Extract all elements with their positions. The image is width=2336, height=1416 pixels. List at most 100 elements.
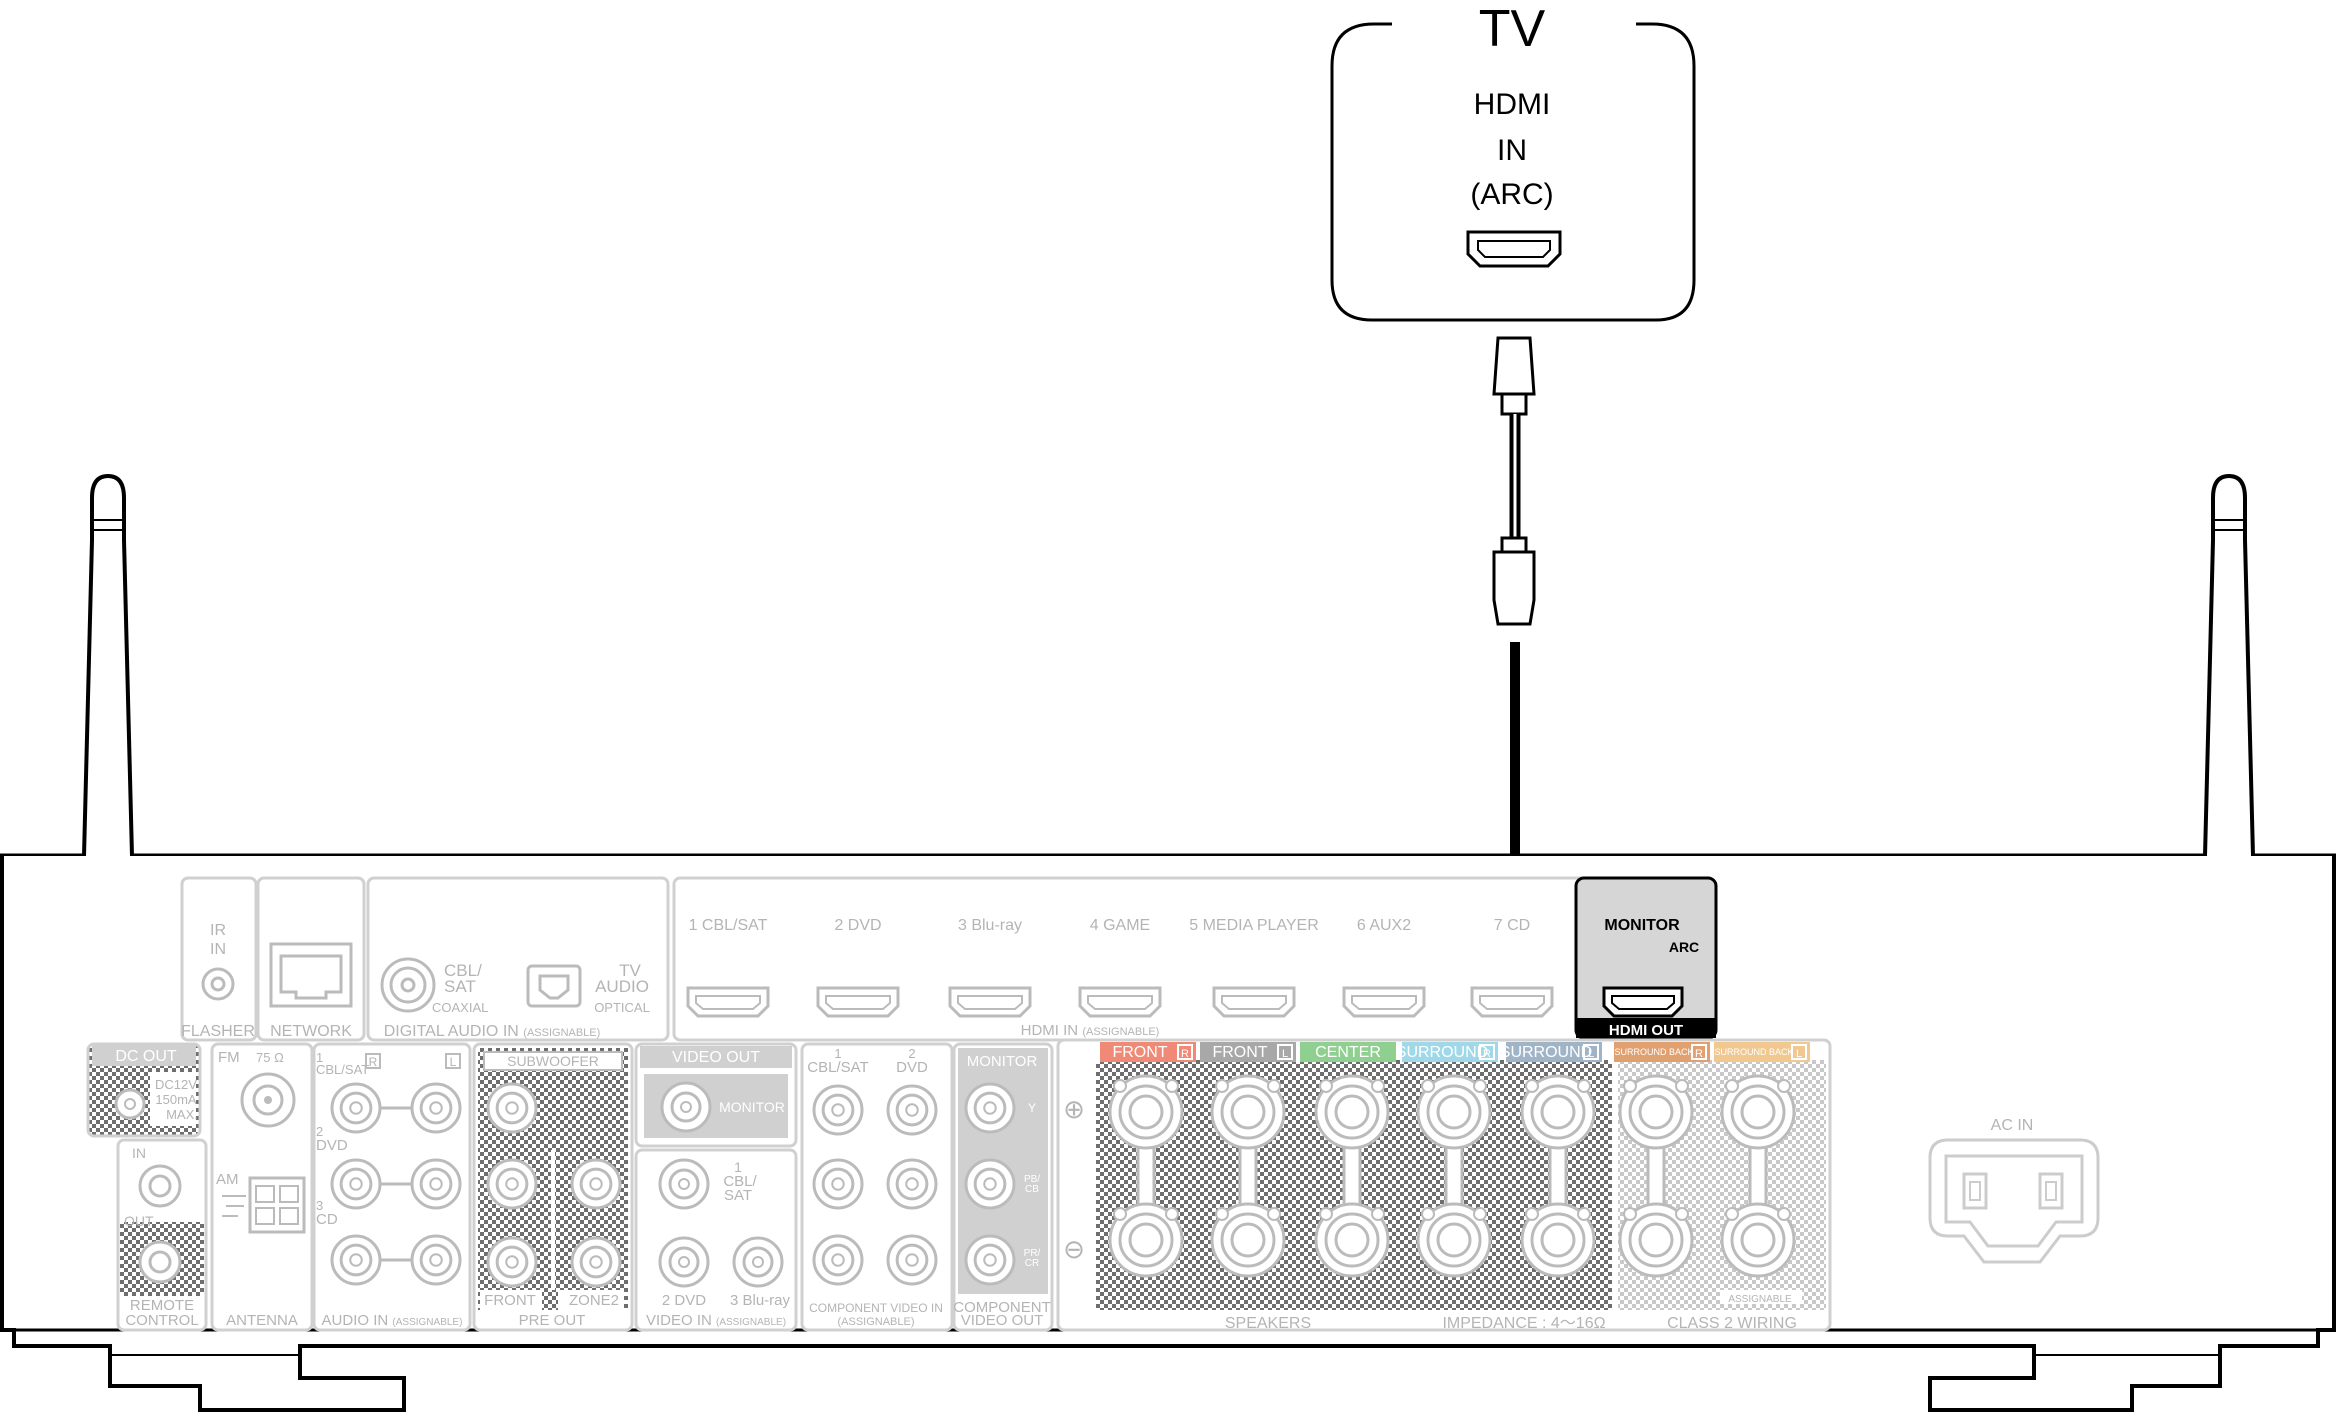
hdmi-in-label-1: 1 CBL/SAT <box>689 917 768 934</box>
digital-audio-caption: DIGITAL AUDIO IN (ASSIGNABLE) <box>384 1023 601 1040</box>
svg-text:1: 1 <box>834 1046 841 1061</box>
speaker-terminal-7-icon[interactable] <box>1720 1074 1796 1278</box>
hdmi-in-port-2-icon[interactable] <box>816 986 900 1018</box>
svg-text:MONITOR: MONITOR <box>719 1099 785 1115</box>
svg-text:75 Ω: 75 Ω <box>256 1050 284 1065</box>
svg-text:IN: IN <box>210 941 226 958</box>
svg-text:ZONE2: ZONE2 <box>569 1292 619 1309</box>
speaker-side-6: R <box>1695 1048 1703 1060</box>
hdmi-in-caption: HDMI IN (ASSIGNABLE) <box>1021 1022 1160 1039</box>
hdmi-plug-bottom-icon <box>1492 536 1536 626</box>
ac-inlet-icon[interactable] <box>1928 1138 2100 1264</box>
svg-text:CB: CB <box>1025 1184 1039 1195</box>
svg-text:CBL/SAT: CBL/SAT <box>807 1059 868 1076</box>
flasher-section: IR IN FLASHER <box>180 876 258 1042</box>
audio-in-3-r-jack-icon[interactable] <box>330 1234 382 1286</box>
svg-text:MONITOR: MONITOR <box>967 1053 1038 1070</box>
svg-text:DVD: DVD <box>896 1059 928 1076</box>
svg-text:(ASSIGNABLE): (ASSIGNABLE) <box>837 1316 914 1328</box>
audio-in-3-l-jack-icon[interactable] <box>410 1234 462 1286</box>
am-terminal-icon[interactable] <box>222 1176 306 1234</box>
svg-text:1: 1 <box>734 1159 742 1175</box>
svg-text:VIDEO OUT: VIDEO OUT <box>672 1049 760 1066</box>
svg-text:PB/: PB/ <box>1024 1174 1040 1185</box>
component-out-1-jack-icon[interactable] <box>964 1158 1016 1210</box>
video-out-section: VIDEO OUT MONITOR <box>634 1042 798 1148</box>
network-section: NETWORK <box>256 876 366 1042</box>
component-out-0-jack-icon[interactable] <box>964 1082 1016 1134</box>
audio-in-2-r-jack-icon[interactable] <box>330 1158 382 1210</box>
hdmi-in-label-7: 7 CD <box>1494 917 1530 934</box>
coaxial-jack-icon[interactable] <box>380 957 436 1013</box>
speaker-terminal-4-icon[interactable] <box>1416 1074 1492 1278</box>
hdmi-in-port-7-icon[interactable] <box>1470 986 1554 1018</box>
tv-hdmi-port-icon <box>1466 230 1562 268</box>
video-out-monitor-jack-icon[interactable] <box>660 1081 712 1133</box>
component-out-2-jack-icon[interactable] <box>964 1234 1016 1286</box>
speaker-label-6: SURROUND BACK <box>1614 1047 1693 1057</box>
hdmi-in-port-4-icon[interactable] <box>1078 986 1162 1018</box>
svg-text:L: L <box>450 1055 457 1069</box>
speaker-label-2: FRONT <box>1212 1044 1267 1061</box>
video-in-3-jack-icon[interactable] <box>732 1236 784 1288</box>
component-in-1-2-jack-icon[interactable] <box>812 1234 864 1286</box>
speaker-terminal-5-icon[interactable] <box>1520 1074 1596 1278</box>
ethernet-port-icon[interactable] <box>269 942 353 1008</box>
pre-out-zone2-l-jack-icon[interactable] <box>570 1236 622 1288</box>
hdmi-out-port-icon[interactable] <box>1602 986 1684 1018</box>
svg-text:OPTICAL: OPTICAL <box>594 1000 650 1015</box>
flasher-jack-icon[interactable] <box>201 967 235 1001</box>
speaker-side-4: R <box>1483 1048 1491 1060</box>
fm-jack-icon[interactable] <box>240 1072 296 1128</box>
svg-text:AC IN: AC IN <box>1991 1117 2034 1134</box>
svg-text:CLASS 2 WIRING: CLASS 2 WIRING <box>1667 1315 1797 1332</box>
svg-text:COAXIAL: COAXIAL <box>432 1000 488 1015</box>
svg-text:CR: CR <box>1025 1258 1039 1269</box>
optical-port-icon[interactable] <box>526 964 582 1008</box>
remote-control-section: IN OUT REMOTE CONTROL <box>116 1138 208 1332</box>
audio-in-1-r-jack-icon[interactable] <box>330 1082 382 1134</box>
component-in-2-1-jack-icon[interactable] <box>886 1158 938 1210</box>
component-in-2-2-jack-icon[interactable] <box>886 1234 938 1286</box>
pre-out-front-r-jack-icon[interactable] <box>486 1158 538 1210</box>
hdmi-in-port-3-icon[interactable] <box>948 986 1032 1018</box>
svg-text:CD: CD <box>316 1211 338 1228</box>
component-in-1-0-jack-icon[interactable] <box>812 1084 864 1136</box>
video-in-1-jack-icon[interactable] <box>658 1158 710 1210</box>
remote-out-jack-icon[interactable] <box>138 1240 182 1284</box>
pre-out-subwoofer-jack-icon[interactable] <box>486 1082 538 1134</box>
svg-text:SAT: SAT <box>444 977 476 996</box>
speaker-side-5: L <box>1588 1048 1594 1060</box>
speaker-terminal-6-icon[interactable] <box>1618 1074 1694 1278</box>
video-in-2-jack-icon[interactable] <box>658 1236 710 1288</box>
hdmi-out-caption: HDMI OUT <box>1609 1022 1683 1039</box>
speaker-label-7: SURROUND BACK <box>1714 1047 1793 1057</box>
audio-in-section: 1 CBL/SAT 2 DVD 3 CD R L AUDIO IN (ASSIG… <box>312 1042 472 1332</box>
component-in-2-0-jack-icon[interactable] <box>886 1084 938 1136</box>
svg-text:FRONT: FRONT <box>484 1292 536 1309</box>
pre-out-zone2-r-jack-icon[interactable] <box>570 1158 622 1210</box>
remote-in-jack-icon[interactable] <box>138 1164 182 1208</box>
speaker-side-7: L <box>1796 1048 1802 1060</box>
speaker-terminal-3-icon[interactable] <box>1314 1074 1390 1278</box>
hdmi-in-port-5-icon[interactable] <box>1212 986 1296 1018</box>
audio-in-2-l-jack-icon[interactable] <box>410 1158 462 1210</box>
svg-text:150mA: 150mA <box>155 1092 197 1107</box>
speaker-side-1: R <box>1181 1048 1189 1060</box>
hdmi-in-port-6-icon[interactable] <box>1342 986 1426 1018</box>
svg-text:Y: Y <box>1028 1101 1036 1115</box>
component-video-in-section: 1 CBL/SAT 2 DVD COMPONENT VIDEO IN (ASSI… <box>800 1042 954 1332</box>
svg-text:R: R <box>369 1055 378 1069</box>
component-in-1-1-jack-icon[interactable] <box>812 1158 864 1210</box>
speaker-label-3: CENTER <box>1315 1044 1381 1061</box>
svg-text:3: 3 <box>316 1198 323 1213</box>
speaker-terminal-2-icon[interactable] <box>1210 1074 1286 1278</box>
hdmi-plug-top-icon <box>1492 336 1536 416</box>
speaker-plus-icon: ⊕ <box>1063 1094 1085 1124</box>
audio-in-1-l-jack-icon[interactable] <box>410 1082 462 1134</box>
pre-out-front-l-jack-icon[interactable] <box>486 1236 538 1288</box>
speaker-terminal-1-icon[interactable] <box>1108 1074 1184 1278</box>
svg-text:SAT: SAT <box>724 1187 752 1204</box>
hdmi-in-port-1-icon[interactable] <box>686 986 770 1018</box>
